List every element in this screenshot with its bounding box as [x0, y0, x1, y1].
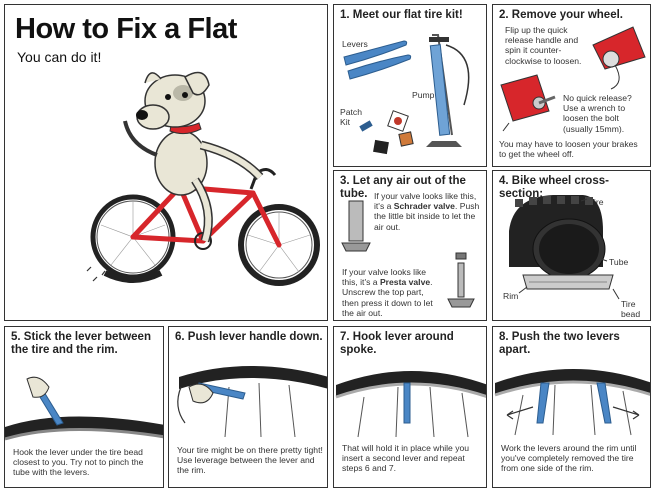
- rim-label: Rim: [503, 291, 519, 301]
- schrader-valve-name: Schrader valve: [393, 201, 455, 212]
- panel-title: 7. Hook lever around spoke.: [340, 331, 454, 356]
- presta-valve-name: Presta valve: [379, 277, 431, 288]
- panel-push-lever: 6. Push lever handle down. Your tire mig…: [168, 326, 328, 488]
- quick-release-text: Flip up the quick release handle and spi…: [505, 25, 582, 66]
- panel-title: 8. Push the two levers apart.: [499, 331, 620, 356]
- panel-remove-wheel: 2. Remove your wheel. Flip up the quick …: [492, 4, 651, 167]
- arrow-icon: [177, 386, 186, 424]
- dog-on-bike-illustration: [86, 71, 320, 286]
- tube-label: Tube: [609, 257, 629, 267]
- levers-apart-illustration: [494, 369, 650, 436]
- panel-stick-lever: 5. Stick the lever between the tire and …: [4, 326, 164, 488]
- panel-title: 4. Bike wheel cross-section:: [499, 175, 609, 200]
- panel-let-air-out: 3. Let any air out of the tube. If your …: [333, 170, 487, 321]
- page-title: How to Fix a Flat: [15, 13, 237, 45]
- schrader-valve-icon: [341, 200, 371, 252]
- arrow-icon: [506, 406, 534, 420]
- step-description: That will hold it in place while you ins…: [342, 443, 470, 474]
- panel-cross-section: 4. Bike wheel cross-section: Tire Tube R…: [492, 170, 651, 321]
- no-quick-release-text: No quick release? Use a wrench to loosen…: [563, 93, 632, 134]
- presta-valve-icon: [447, 252, 475, 308]
- pump-icon: [426, 34, 470, 147]
- panel-title: 5. Stick the lever between the tire and …: [11, 331, 151, 356]
- step-description: Hook the lever under the tire bead close…: [13, 447, 144, 478]
- tire-lever-icon: [343, 40, 412, 80]
- patch-kit-icon: [359, 110, 414, 155]
- wrench-icon: [500, 74, 556, 132]
- pump-label: Pump: [412, 90, 435, 100]
- loosen-brakes-text: You may have to loosen your brakes to ge…: [499, 139, 638, 160]
- lever-push-illustration: [177, 366, 327, 438]
- tire-label: Tire: [589, 197, 604, 207]
- tire-bead-label-line1: Tire: [621, 299, 636, 309]
- panel-title: 3. Let any air out of the tube.: [340, 175, 466, 200]
- step-description: Your tire might be on there pretty tight…: [177, 445, 323, 476]
- page-subtitle: You can do it!: [17, 49, 102, 65]
- panel-tire-kit: 1. Meet our flat tire kit! Levers Pump P…: [333, 4, 487, 167]
- lever-insert-illustration: [5, 376, 163, 441]
- patch-kit-label-line1: Patch: [340, 107, 362, 117]
- schrader-text: If your valve looks like this, it's a Sc…: [374, 191, 480, 232]
- title-panel: How to Fix a Flat You can do it!: [4, 4, 328, 321]
- panel-hook-lever: 7. Hook lever around spoke. That will ho…: [333, 326, 487, 488]
- quick-release-icon: [592, 26, 646, 90]
- patch-kit-label-line2: Kit: [340, 117, 351, 127]
- presta-text: If your valve looks like this, it's a Pr…: [342, 267, 433, 318]
- wheel-cross-section-icon: [509, 195, 620, 300]
- panel-push-levers-apart: 8. Push the two levers apart. Work the l…: [492, 326, 651, 488]
- arrow-icon: [612, 406, 640, 420]
- lever-hook-illustration: [335, 371, 486, 438]
- step-description: Work the levers around the rim until you…: [501, 443, 637, 474]
- panel-title: 1. Meet our flat tire kit!: [340, 9, 463, 21]
- panel-title: 2. Remove your wheel.: [499, 9, 623, 21]
- tire-bead-label-line2: bead: [621, 309, 641, 319]
- panel-title: 6. Push lever handle down.: [175, 331, 323, 343]
- levers-label: Levers: [342, 39, 368, 49]
